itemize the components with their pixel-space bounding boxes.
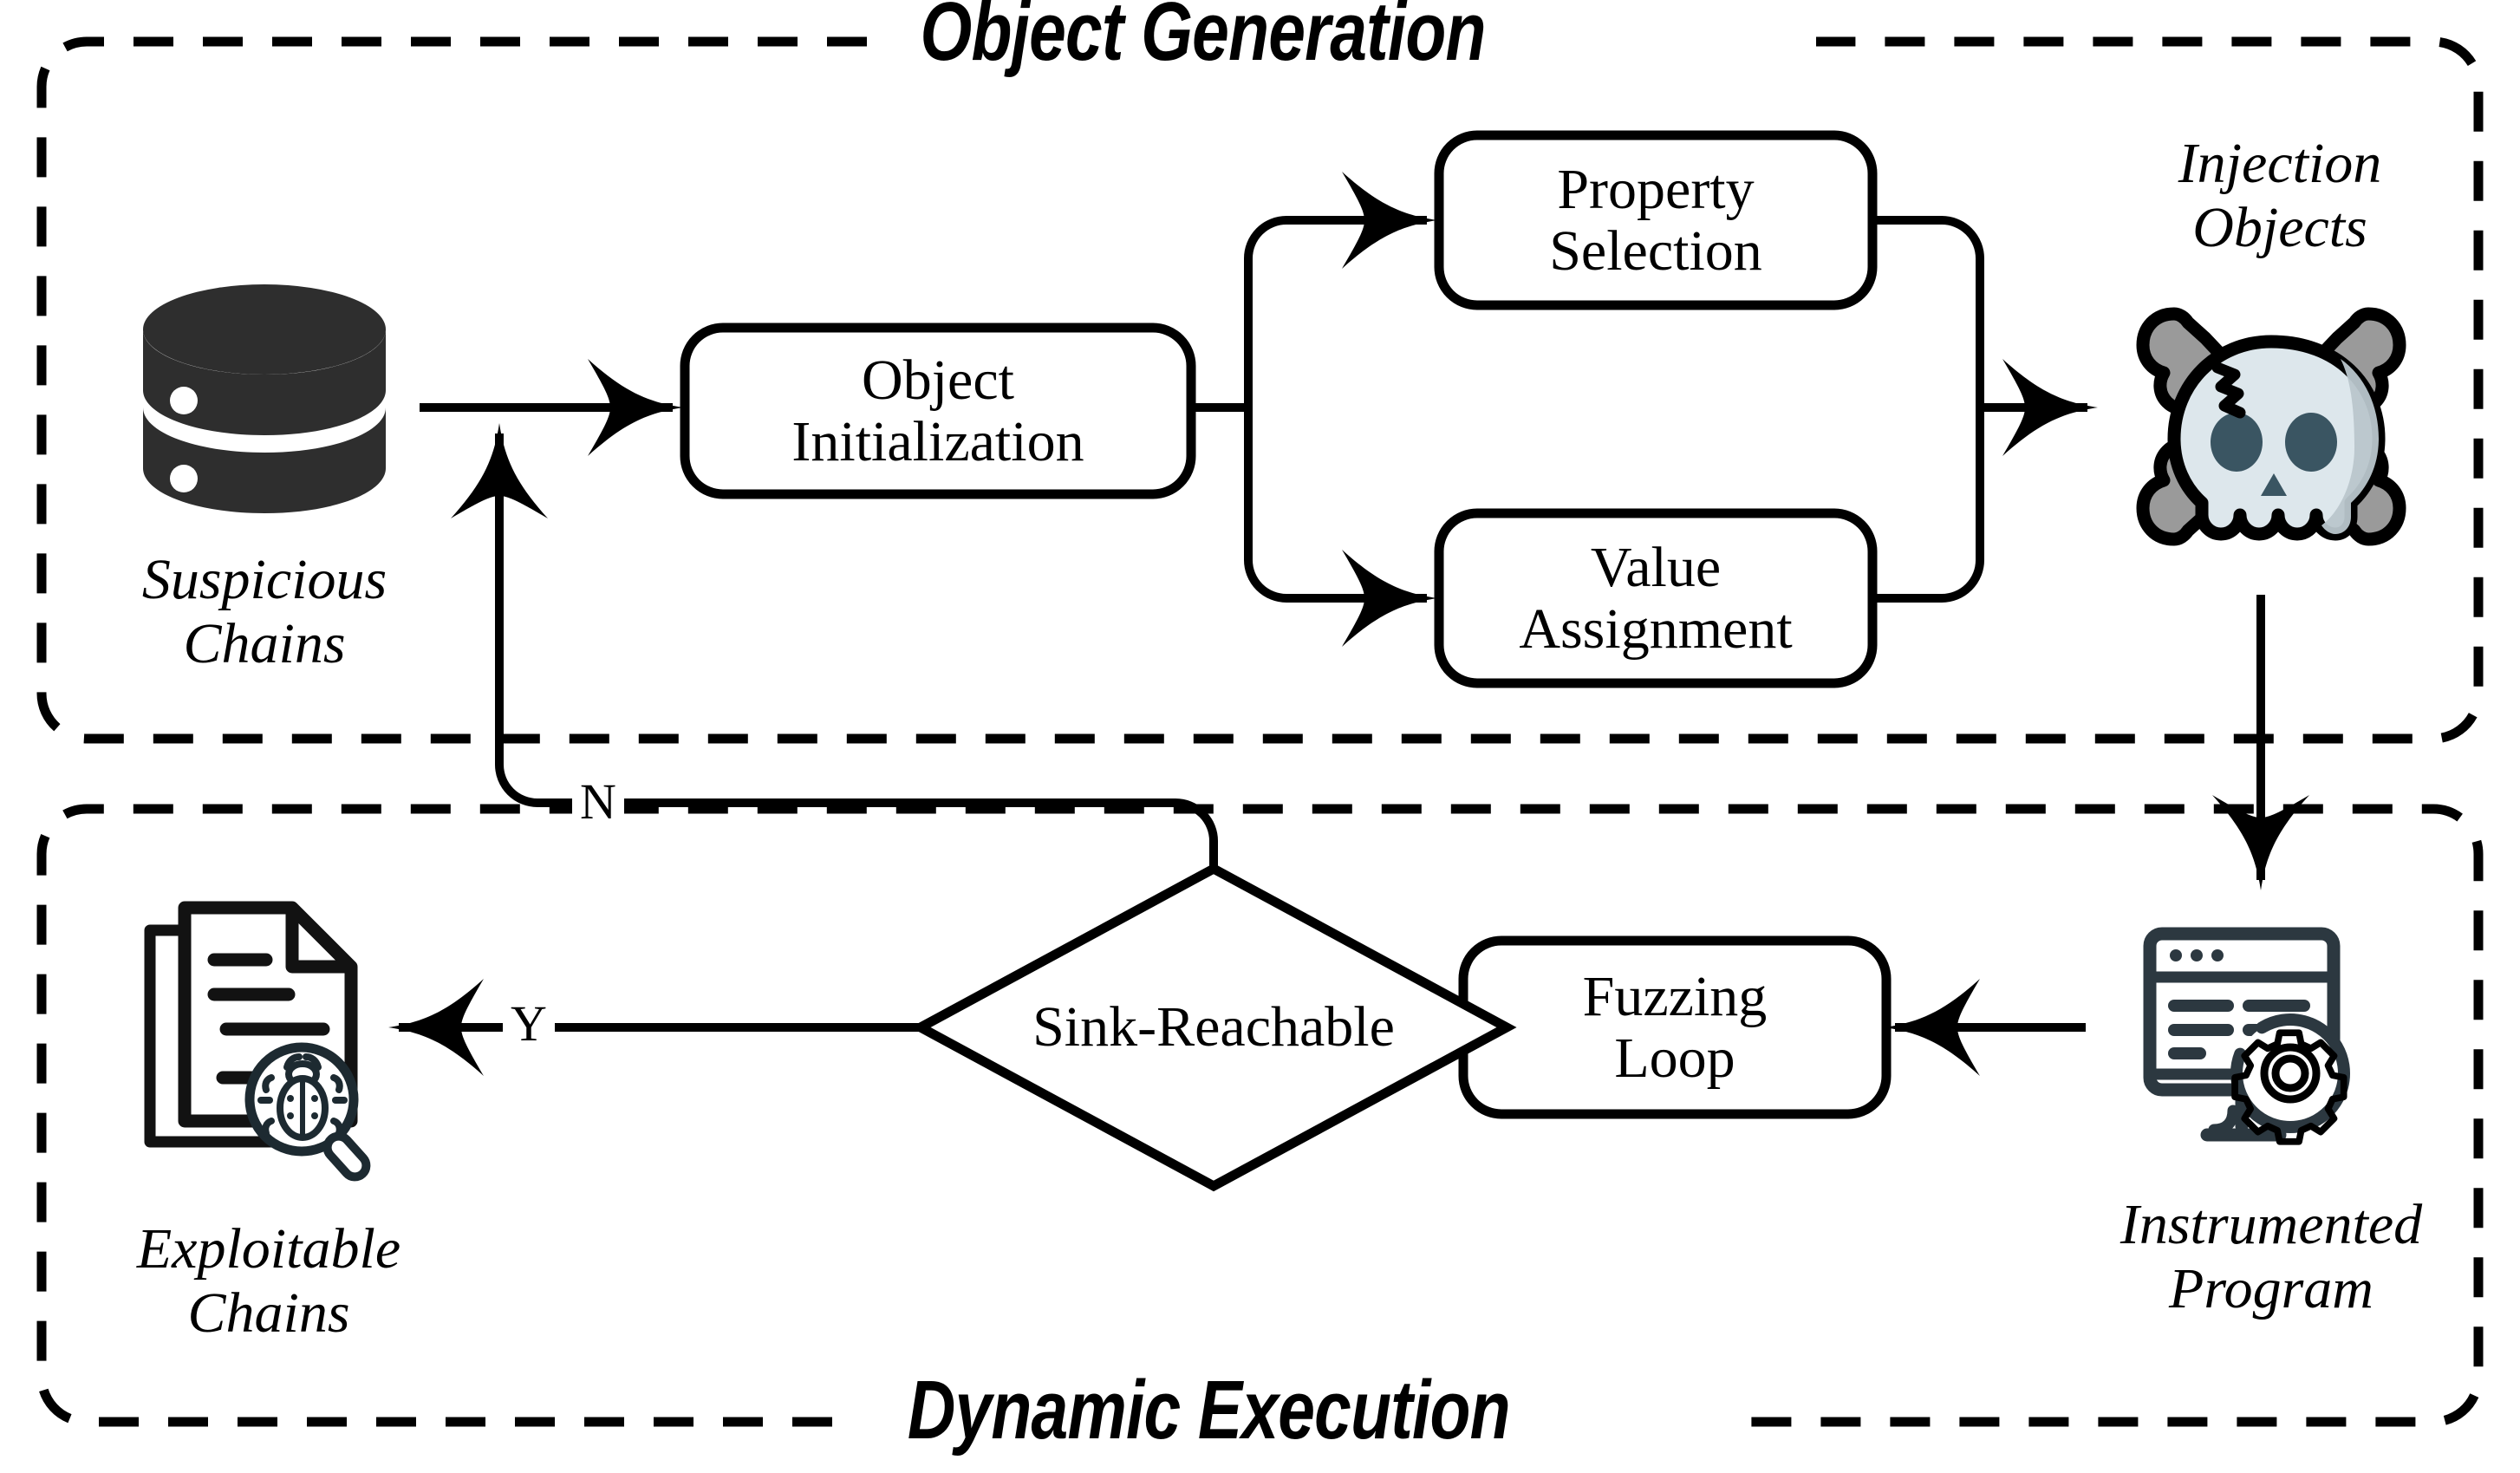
caption-exploitable-chains: Exploitable Chains [136, 1217, 401, 1345]
edge-to-value-assignment [1244, 407, 1438, 647]
section-title-object-generation: Object Generation [920, 0, 1487, 78]
sink-reachable-outline[interactable] [910, 863, 1517, 1192]
node-object-initialization[interactable] [680, 323, 1196, 499]
edge-to-property-selection [1244, 172, 1438, 407]
monitor-gear-icon [2134, 915, 2394, 1175]
dynamic-execution-boundary [36, 804, 2484, 1427]
node-property-selection[interactable] [1434, 130, 1878, 310]
database-icon [121, 279, 407, 539]
skull-crossbones-icon [2124, 279, 2419, 565]
node-fuzzing-loop[interactable] [1458, 935, 1892, 1119]
caption-instrumented-program: Instrumented Program [2120, 1193, 2423, 1320]
edge-value-to-injection [1872, 407, 1984, 603]
section-title-dynamic-execution: Dynamic Execution [907, 1364, 1511, 1457]
edge-label-no: N [572, 777, 624, 827]
edge-label-yes: Y [503, 999, 555, 1049]
edge-property-to-injection [1872, 216, 1984, 407]
node-value-assignment[interactable] [1434, 508, 1878, 688]
edge-sink-no-feedback [451, 422, 1218, 869]
caption-injection-objects: Injection Objects [2178, 132, 2382, 259]
document-bug-magnifier-icon [134, 897, 420, 1183]
caption-suspicious-chains: Suspicious Chains [141, 548, 387, 675]
